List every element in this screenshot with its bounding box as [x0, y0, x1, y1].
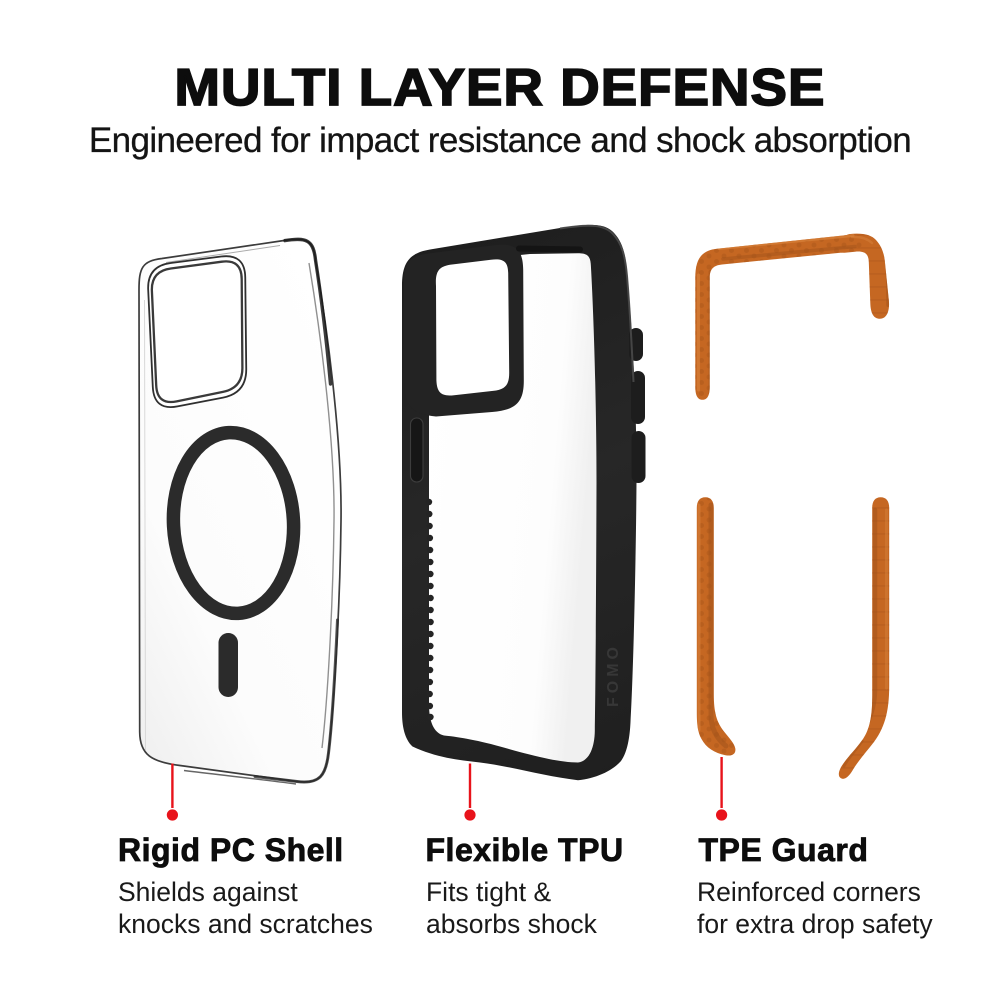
svg-text:FOMO: FOMO: [605, 643, 622, 707]
